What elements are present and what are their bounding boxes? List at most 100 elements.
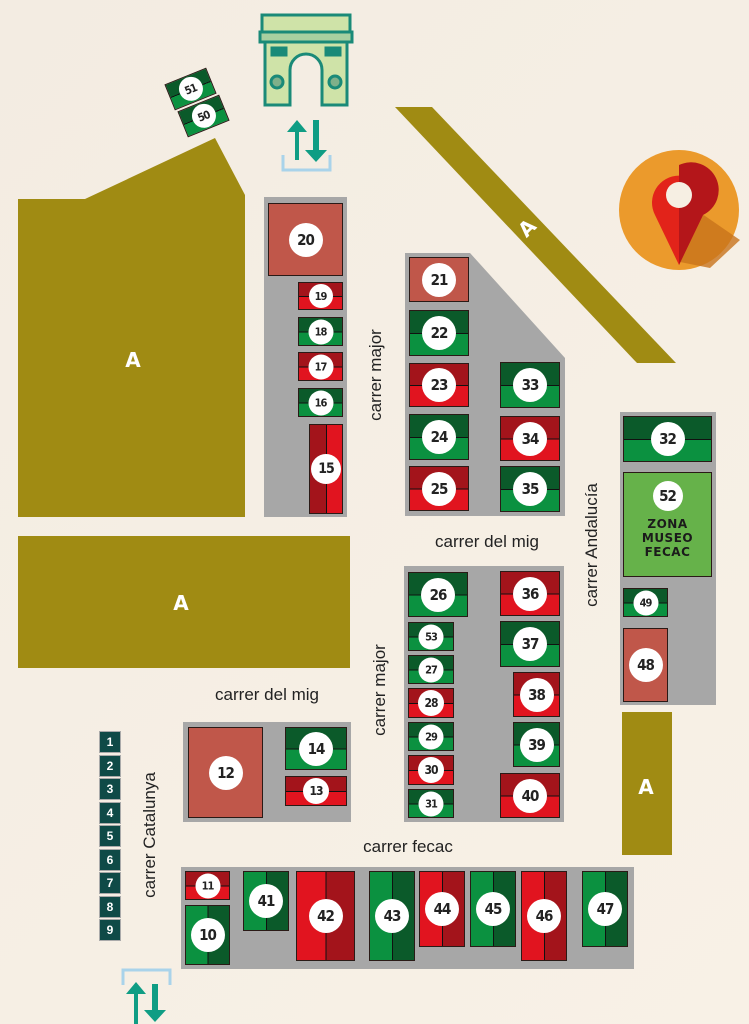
stall-13[interactable]: 13 xyxy=(285,776,347,806)
stall-number: 26 xyxy=(421,577,455,612)
stall-38[interactable]: 38 xyxy=(513,672,560,717)
stall-14[interactable]: 14 xyxy=(285,727,347,770)
stall-number: 32 xyxy=(650,422,685,456)
zone-label: ZONA xyxy=(647,517,688,531)
stall-number: 46 xyxy=(527,899,561,933)
stall-41[interactable]: 41 xyxy=(243,871,289,931)
stall-28[interactable]: 28 xyxy=(408,688,454,718)
stall-48[interactable]: 48 xyxy=(623,628,668,702)
stall-number: 35 xyxy=(513,472,547,506)
house-number-5: 5 xyxy=(99,825,121,847)
stall-31[interactable]: 31 xyxy=(408,789,454,818)
stall-39[interactable]: 39 xyxy=(513,722,560,767)
stall-25[interactable]: 25 xyxy=(409,466,469,511)
stall-37[interactable]: 37 xyxy=(500,621,560,667)
stall-46[interactable]: 46 xyxy=(521,871,567,961)
street-label-carrer-major: carrer major xyxy=(370,644,389,736)
stall-20[interactable]: 20 xyxy=(268,203,343,276)
stall-number: 48 xyxy=(628,648,663,682)
stall-16[interactable]: 16 xyxy=(298,388,343,417)
stall-44[interactable]: 44 xyxy=(419,871,465,947)
stall-number: 30 xyxy=(418,757,444,783)
stall-number: 24 xyxy=(422,420,456,454)
house-number-1: 1 xyxy=(99,731,121,753)
stall-29[interactable]: 29 xyxy=(408,722,454,751)
stall-22[interactable]: 22 xyxy=(409,310,469,356)
parking-area-2[interactable] xyxy=(18,536,350,668)
stall-23[interactable]: 23 xyxy=(409,363,469,407)
stall-number: 44 xyxy=(425,892,459,926)
stall-32[interactable]: 32 xyxy=(623,416,712,462)
stall-number: 18 xyxy=(308,319,333,344)
stall-number: 29 xyxy=(418,724,444,749)
stall-number: 37 xyxy=(513,627,547,661)
street-label-carrer-del-mig: carrer del mig xyxy=(215,685,319,704)
stall-43[interactable]: 43 xyxy=(369,871,415,961)
stall-33[interactable]: 33 xyxy=(500,362,560,408)
stall-number: 31 xyxy=(418,791,444,816)
stall-10[interactable]: 10 xyxy=(185,905,230,965)
stall-number: 20 xyxy=(288,222,323,257)
stall-number: 52 xyxy=(652,481,683,511)
stall-11[interactable]: 11 xyxy=(185,871,230,900)
stall-number: 42 xyxy=(308,899,343,933)
location-pin-icon xyxy=(619,150,740,270)
stall-number: 22 xyxy=(422,316,456,350)
street-label-carrer-catalunya: carrer Catalunya xyxy=(140,772,159,898)
stall-18[interactable]: 18 xyxy=(298,317,343,346)
parking-label: A xyxy=(173,591,189,615)
stall-number: 11 xyxy=(195,873,220,898)
stall-number: 45 xyxy=(476,892,510,926)
stall-27[interactable]: 27 xyxy=(408,655,454,684)
stall-36[interactable]: 36 xyxy=(500,571,560,616)
stall-49[interactable]: 49 xyxy=(623,588,668,617)
parking-area-1[interactable] xyxy=(18,138,245,517)
stall-26[interactable]: 26 xyxy=(408,572,468,617)
stall-21[interactable]: 21 xyxy=(409,257,469,302)
stall-19[interactable]: 19 xyxy=(298,282,343,310)
street-label-carrer-del-mig: carrer del mig xyxy=(435,532,539,551)
stall-number: 17 xyxy=(308,354,333,379)
stall-number: 19 xyxy=(308,284,333,308)
house-number-8: 8 xyxy=(99,895,121,918)
street-label-carrer-major: carrer major xyxy=(366,329,385,421)
stall-15[interactable]: 15 xyxy=(309,424,343,514)
street-label-carrer-andalucia: carrer Andalucía xyxy=(582,483,601,607)
zone-label: FECAC xyxy=(644,545,691,559)
stall-52-museum-zone[interactable]: 52 ZONA MUSEO FECAC xyxy=(623,472,712,577)
stall-35[interactable]: 35 xyxy=(500,466,560,512)
stall-24[interactable]: 24 xyxy=(409,414,469,460)
parking-label: A xyxy=(125,348,141,372)
two-way-arrows-icon[interactable] xyxy=(281,120,332,172)
stall-number: 14 xyxy=(299,731,333,766)
stall-12[interactable]: 12 xyxy=(188,727,263,818)
stall-30[interactable]: 30 xyxy=(408,755,454,785)
house-number-4: 4 xyxy=(99,801,121,824)
stall-number: 33 xyxy=(513,368,547,402)
stall-53[interactable]: 53 xyxy=(408,622,454,651)
stall-34[interactable]: 34 xyxy=(500,416,560,461)
stall-number: 47 xyxy=(588,892,622,926)
parking-area-4[interactable] xyxy=(395,107,676,363)
parking-area-3[interactable] xyxy=(622,712,672,855)
stall-17[interactable]: 17 xyxy=(298,352,343,381)
stall-number: 28 xyxy=(418,690,444,716)
house-number-9: 9 xyxy=(99,919,121,941)
stall-number: 13 xyxy=(303,778,329,804)
stall-45[interactable]: 45 xyxy=(470,871,516,947)
stall-47[interactable]: 47 xyxy=(582,871,628,947)
stall-number: 41 xyxy=(249,884,283,918)
stall-number: 16 xyxy=(308,390,333,415)
stall-42[interactable]: 42 xyxy=(296,871,355,961)
stall-number: 27 xyxy=(418,657,444,682)
stall-number: 49 xyxy=(633,590,658,615)
stall-40[interactable]: 40 xyxy=(500,773,560,818)
zone-label: MUSEO xyxy=(641,531,694,545)
stall-number: 34 xyxy=(513,421,547,456)
stall-number: 10 xyxy=(190,918,225,952)
stall-number: 39 xyxy=(519,727,554,762)
two-way-arrows-icon[interactable] xyxy=(121,968,172,1024)
stall-number: 38 xyxy=(519,677,554,712)
house-number-7: 7 xyxy=(99,872,121,894)
